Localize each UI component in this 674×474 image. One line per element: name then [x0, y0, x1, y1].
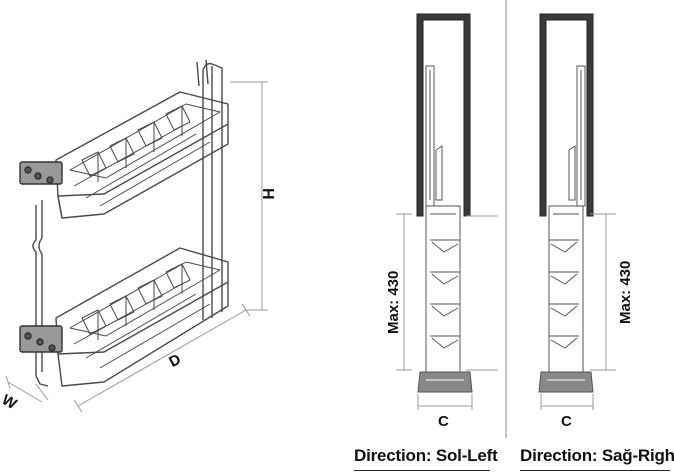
width-label: W: [0, 391, 20, 413]
upper-basket: [55, 91, 229, 219]
mounting-bracket-bottom: [19, 325, 63, 353]
direction-caption-left: Direction: Sol-Left: [354, 446, 498, 465]
c-dimension-left: C: [438, 413, 449, 430]
direction-caption-right: Direction: Sağ-Right: [520, 446, 674, 465]
front-view-left: Max: 430 C: [385, 13, 498, 430]
caption-underline-left: [354, 470, 490, 471]
basket-stack-right: [538, 205, 594, 393]
cabinet-frame-left: [416, 13, 471, 217]
mounting-bracket-top: [19, 161, 63, 185]
max-dimension-right: Max: 430: [617, 261, 634, 324]
front-frame: [32, 200, 49, 387]
height-label: H: [259, 188, 276, 200]
basket-stack-left: [417, 205, 473, 393]
dimension-lines-iso: [5, 81, 268, 413]
basket-unit-isometric: [19, 59, 229, 387]
caption-underline-right: [520, 470, 670, 471]
lower-basket: [55, 247, 229, 387]
cabinet-frame-right: [539, 13, 594, 217]
max-dimension-left: Max: 430: [385, 271, 402, 334]
depth-label: D: [166, 351, 184, 371]
c-dimension-right: C: [561, 413, 572, 430]
rear-frame: [196, 59, 223, 320]
front-view-right: Max: 430 C: [538, 13, 634, 430]
